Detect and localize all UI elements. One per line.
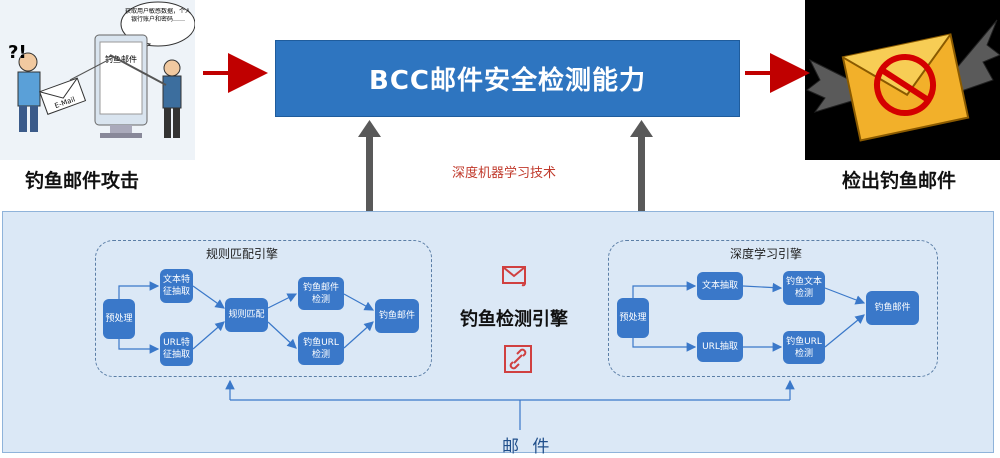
dl-text-extract-node: 文本抽取 — [697, 272, 743, 300]
arrow-up-right-head — [630, 120, 653, 137]
rule-url-feature-node: URL特征抽取 — [160, 332, 193, 366]
dl-phish-url-detect-node: 钓鱼URL检测 — [783, 331, 825, 364]
dl-engine-title: 深度学习引擎 — [730, 247, 803, 261]
dl-engine-box — [608, 240, 938, 377]
screen-label: 钓鱼邮件 — [105, 54, 137, 64]
bcc-capability-box: BCC邮件安全检测能力 — [275, 40, 740, 117]
speech-bubble-text: 获取用户敏感数据，个人银行账户和密码…… — [124, 8, 191, 23]
arrow-up-right-shaft — [638, 135, 645, 211]
question-marks: ?! — [8, 42, 27, 63]
rule-phish-mail-detect-node: 钓鱼邮件检测 — [298, 277, 344, 310]
phishing-attack-illustration: 获取用户敏感数据，个人银行账户和密码…… 钓鱼邮件 ?! E-Mail — [0, 0, 196, 160]
main-title: BCC邮件安全检测能力 — [369, 66, 646, 96]
rule-engine-title: 规则匹配引擎 — [206, 247, 279, 261]
dl-phish-text-detect-node: 钓鱼文本检测 — [783, 271, 825, 305]
rule-preprocess-node: 预处理 — [103, 299, 135, 339]
dl-phish-mail-node: 钓鱼邮件 — [866, 291, 919, 325]
ml-label: 深度机器学习技术 — [452, 166, 557, 181]
dl-preprocess-node: 预处理 — [617, 298, 649, 338]
mail-label: 邮 件 — [502, 437, 554, 457]
rule-text-feature-node: 文本特征抽取 — [160, 269, 193, 303]
mail-icon — [501, 263, 531, 291]
center-title: 钓鱼检测引擎 — [460, 309, 568, 330]
rule-phish-url-detect-node: 钓鱼URL检测 — [298, 332, 344, 365]
arrow-up-left-head — [358, 120, 381, 137]
rule-match-node: 规则匹配 — [225, 298, 268, 332]
dl-url-extract-node: URL抽取 — [697, 332, 743, 362]
arrow-up-left-shaft — [366, 135, 373, 211]
link-icon — [504, 345, 532, 377]
rule-engine-box — [95, 240, 432, 377]
left-caption: 钓鱼邮件攻击 — [25, 170, 140, 192]
right-caption: 检出钓鱼邮件 — [842, 170, 957, 192]
detected-phishing-illustration — [805, 0, 1000, 160]
rule-phish-mail-node: 钓鱼邮件 — [375, 299, 419, 333]
